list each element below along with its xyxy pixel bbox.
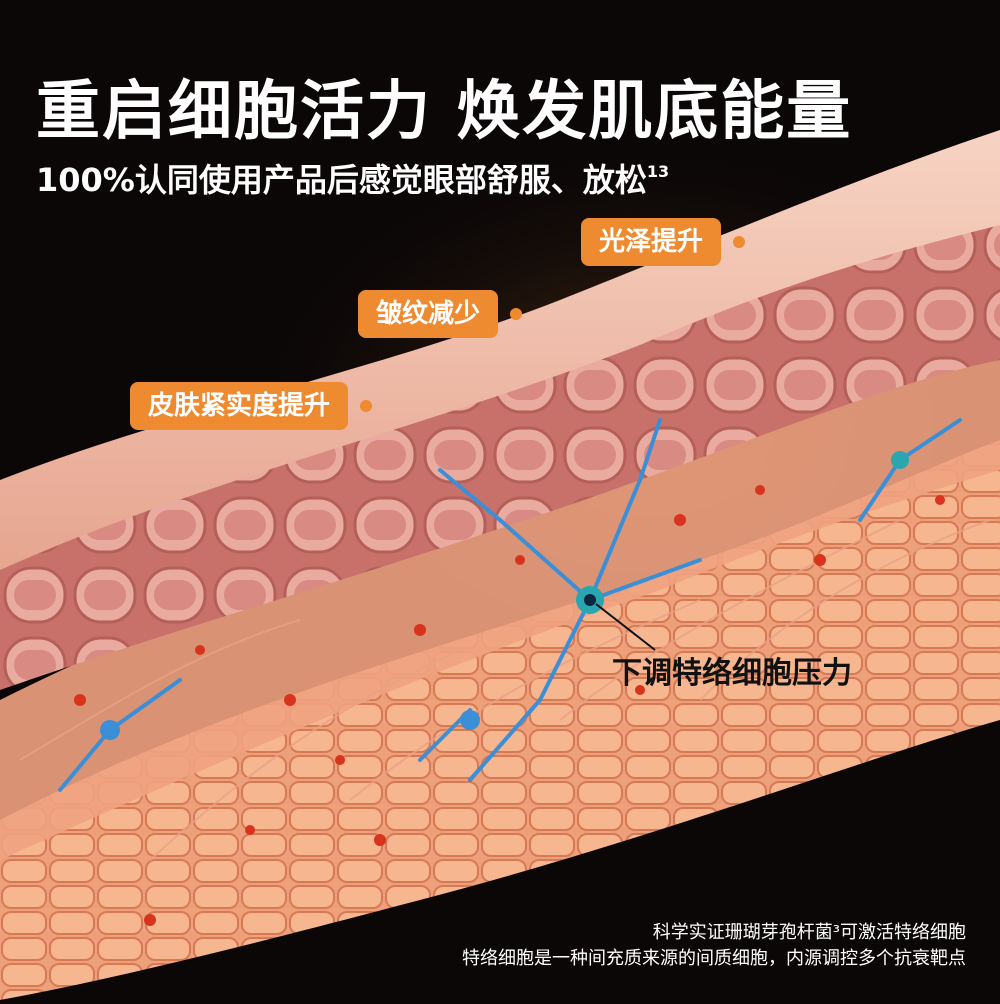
badge-label: 皱纹减少 [358, 290, 499, 338]
subline: 100%认同使用产品后感觉眼部舒服、放松13 [36, 155, 669, 201]
badge-firmness: 皮肤紧实度提升 [130, 382, 373, 430]
subline-superscript: 13 [646, 162, 670, 181]
badge-dot [360, 400, 373, 412]
badge-wrinkle: 皱纹减少 [358, 290, 523, 338]
neuron-callout: 下调特络细胞压力 [612, 656, 852, 691]
subline-text: 100%认同使用产品后感觉眼部舒服、放松 [36, 161, 647, 199]
badge-label: 皮肤紧实度提升 [130, 382, 349, 430]
footnote-2: 特络细胞是一种间充质来源的间质细胞，内源调控多个抗衰靶点 [462, 948, 966, 969]
badge-gloss: 光泽提升 [581, 218, 746, 266]
badge-dot [733, 236, 746, 248]
headline: 重启细胞活力 焕发肌底能量 [36, 75, 853, 149]
footnote-1: 科学实证珊瑚芽孢杆菌³可激活特络细胞 [652, 922, 966, 943]
badge-dot [510, 308, 523, 320]
badge-label: 光泽提升 [581, 218, 722, 266]
